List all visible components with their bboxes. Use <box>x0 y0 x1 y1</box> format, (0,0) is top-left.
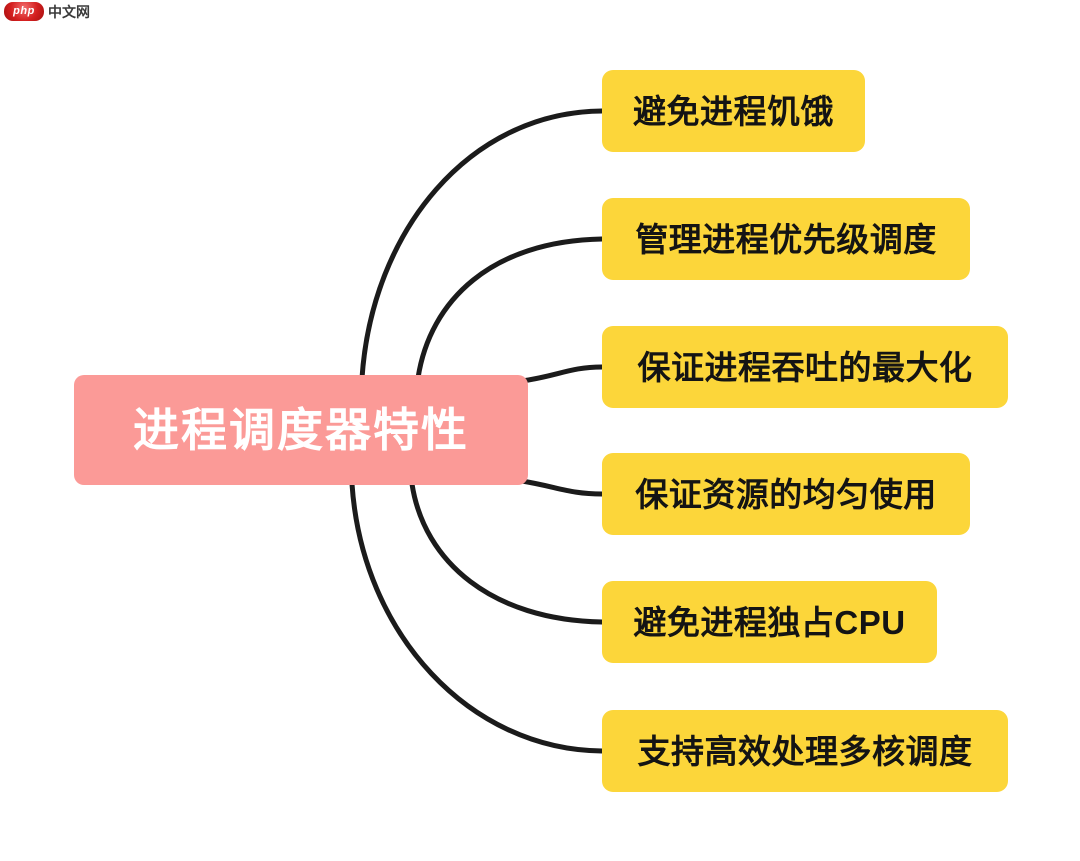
branch-node-3[interactable]: 保证进程吞吐的最大化 <box>602 326 1008 408</box>
branch-node-5[interactable]: 避免进程独占CPU <box>602 581 937 663</box>
watermark-site-name: 中文网 <box>48 3 90 20</box>
branch-node-6[interactable]: 支持高效处理多核调度 <box>602 710 1008 792</box>
branch-node-5-label: 避免进程独占CPU <box>633 603 906 641</box>
branch-node-1-label: 避免进程饥饿 <box>633 92 834 130</box>
branch-node-3-label: 保证进程吞吐的最大化 <box>637 348 973 386</box>
php-logo-icon: php <box>4 2 44 21</box>
branch-node-4[interactable]: 保证资源的均匀使用 <box>602 453 970 535</box>
connector-to-branch-5 <box>409 481 605 625</box>
branch-node-4-label: 保证资源的均匀使用 <box>635 475 937 513</box>
connector-to-branch-3 <box>519 364 605 384</box>
connector-to-branch-2 <box>415 236 605 381</box>
branch-node-6-label: 支持高效处理多核调度 <box>637 732 973 770</box>
watermark: php 中文网 <box>4 2 90 21</box>
branch-node-2[interactable]: 管理进程优先级调度 <box>602 198 970 280</box>
root-node-label: 进程调度器特性 <box>133 404 469 456</box>
connector-to-branch-6 <box>349 481 605 754</box>
branch-node-1[interactable]: 避免进程饥饿 <box>602 70 865 152</box>
connector-to-branch-1 <box>359 108 605 381</box>
connector-to-branch-4 <box>519 478 605 497</box>
branch-node-2-label: 管理进程优先级调度 <box>635 220 937 258</box>
root-node[interactable]: 进程调度器特性 <box>74 375 528 485</box>
